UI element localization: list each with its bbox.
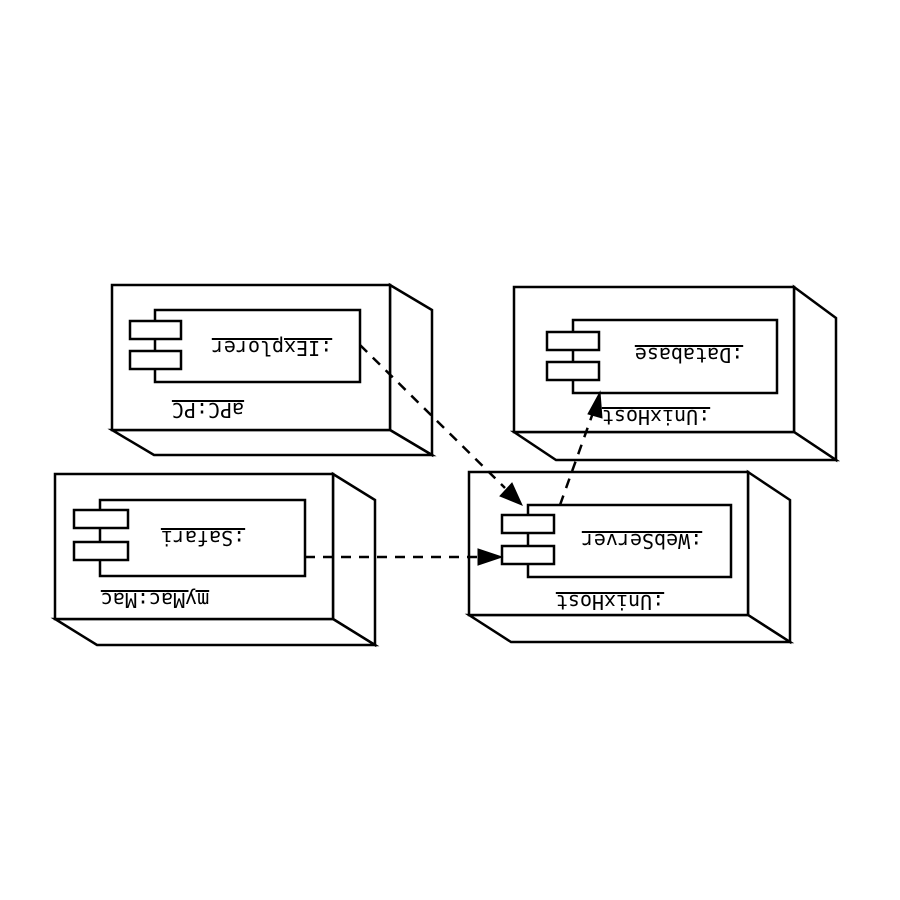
component-tab-icon	[128, 349, 183, 371]
node-bottom-face	[107, 428, 437, 457]
node-apc: :IExplorer aPC:PC	[107, 282, 437, 458]
component-box	[98, 498, 307, 578]
node-label: :UnixHost	[556, 590, 664, 614]
component-label: :Safari	[161, 526, 245, 550]
component-box	[571, 318, 779, 395]
node-side-face	[746, 469, 792, 645]
component-tab-icon	[500, 544, 556, 566]
component-tab-icon	[72, 540, 130, 562]
component-webserver: :WebServer	[500, 503, 733, 579]
component-safari: :Safari	[72, 498, 307, 578]
component-database: :Database	[545, 318, 779, 395]
arrow-head-icon	[587, 390, 603, 419]
node-label: :UnixHost	[602, 405, 710, 429]
node-label: aPC:PC	[172, 398, 244, 422]
component-box	[153, 308, 362, 384]
dependency-line	[359, 344, 506, 489]
node-side-face	[388, 282, 434, 458]
component-tab-icon	[72, 508, 130, 530]
component-label: :WebServer	[582, 529, 702, 553]
arrow-head-icon	[477, 548, 504, 566]
arrow-head-icon	[499, 482, 523, 506]
dependency-webserver-database	[558, 390, 603, 506]
dependency-iexplorer-webserver	[359, 344, 523, 506]
component-tab-icon	[128, 319, 183, 341]
node-mymac: :Safari myMac:Mac	[50, 471, 380, 648]
node-bottom-face	[509, 430, 841, 462]
component-iexplorer: :IExplorer	[128, 308, 362, 384]
node-bottom-face	[50, 617, 380, 647]
component-tab-icon	[545, 330, 601, 352]
component-tab-icon	[500, 513, 556, 535]
component-label: :IExplorer	[212, 336, 332, 360]
component-label: :Database	[635, 343, 743, 367]
node-side-face	[331, 471, 377, 648]
component-tab-icon	[545, 360, 601, 382]
dependency-safari-webserver	[305, 548, 504, 566]
node-unixhost-db: :Database :UnixHost	[509, 284, 841, 463]
node-side-face	[792, 284, 838, 463]
node-label: myMac:Mac	[101, 588, 209, 612]
component-box	[526, 503, 733, 579]
node-bottom-face	[464, 613, 795, 644]
